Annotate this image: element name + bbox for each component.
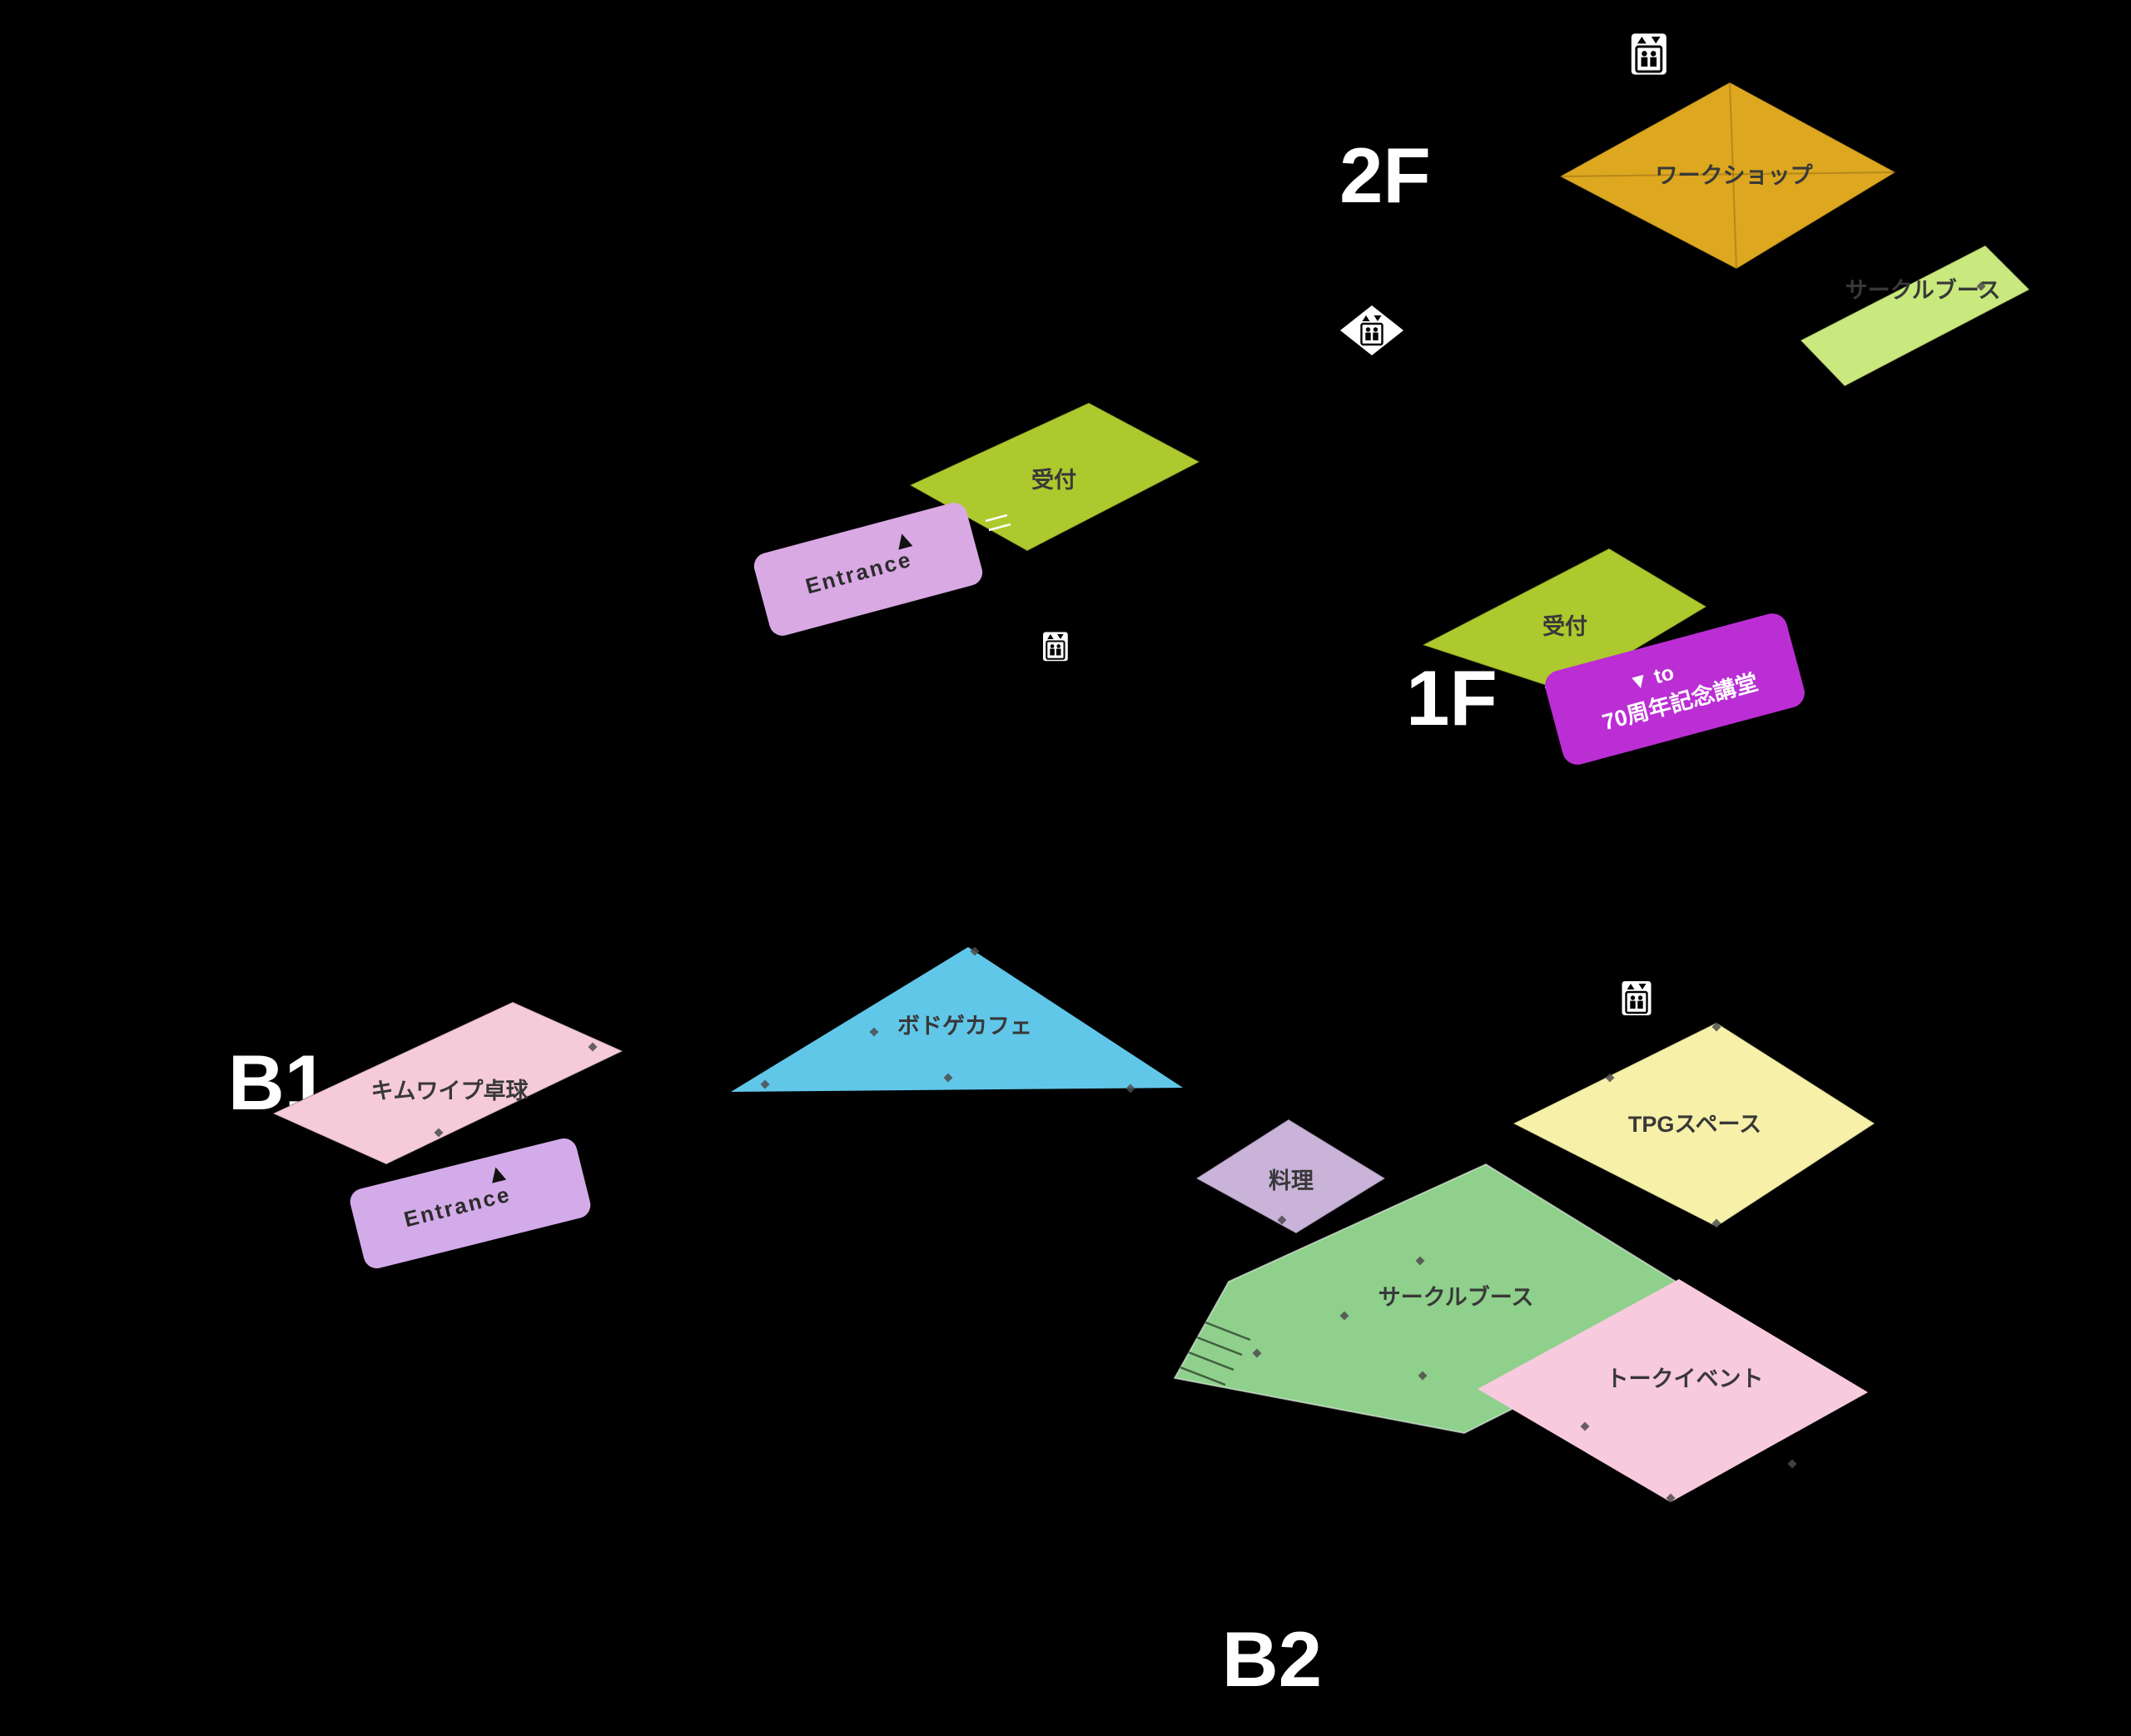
elevator-tile [1631,33,1667,75]
kimwipe-tabletennis-label: キムワイプ卓球 [371,1079,529,1104]
door-tick [985,513,1008,523]
circle-booth-2f-room [1799,245,2031,387]
elevator-icon [1631,33,1667,75]
talk-event-room [1478,1279,1868,1502]
tpg-space-label: TPGスペース [1628,1112,1761,1137]
entrance-b1-room: Entrance ▲ [350,1138,591,1269]
auditorium-link-room: ▼ to 70周年記念講堂 [1545,613,1805,765]
workshop-fold-line [1729,82,1737,270]
circle-booth-2f-label: サークルブース [1845,277,2001,303]
workshop-fold-line [1559,171,1896,177]
elevator-tile [1043,632,1068,662]
talk-event-label: トークイベント [1607,1366,1764,1391]
cooking-room [1195,1118,1387,1234]
cooking-label: 料理 [1269,1168,1314,1193]
elevator-icon [1622,981,1652,1015]
floor-label-1f: 1F [1406,654,1498,742]
boardgame-cafe-room [731,947,1183,1092]
reception-a-label: 受付 [1031,467,1076,493]
entrance-a-room: Entrance ▲ [753,503,983,636]
stairs-hatch [1180,1321,1251,1386]
elevator-icon [1043,632,1068,662]
circle-booth-b2-label: サークルブース [1378,1284,1534,1310]
elevator-diamond [1340,305,1403,355]
entrance-b1-shape [350,1138,591,1269]
floor-label-2f: 2F [1339,131,1431,219]
workshop-room [1558,82,1897,270]
reception-b-label: 受付 [1542,613,1587,639]
auditorium-link-shape [1545,613,1805,765]
elevator-tile [1622,981,1652,1015]
boardgame-cafe-label: ボドゲカフェ [897,1014,1032,1039]
up-arrow-icon: ▲ [488,1161,508,1186]
door-tick [988,523,1011,532]
floor-label-b2: B2 [1222,1615,1322,1703]
workshop-label: ワークショップ [1656,163,1814,188]
reception-a-room [908,402,1201,552]
entrance-a-shape [753,503,983,636]
kimwipe-tabletennis-room [271,1001,624,1165]
